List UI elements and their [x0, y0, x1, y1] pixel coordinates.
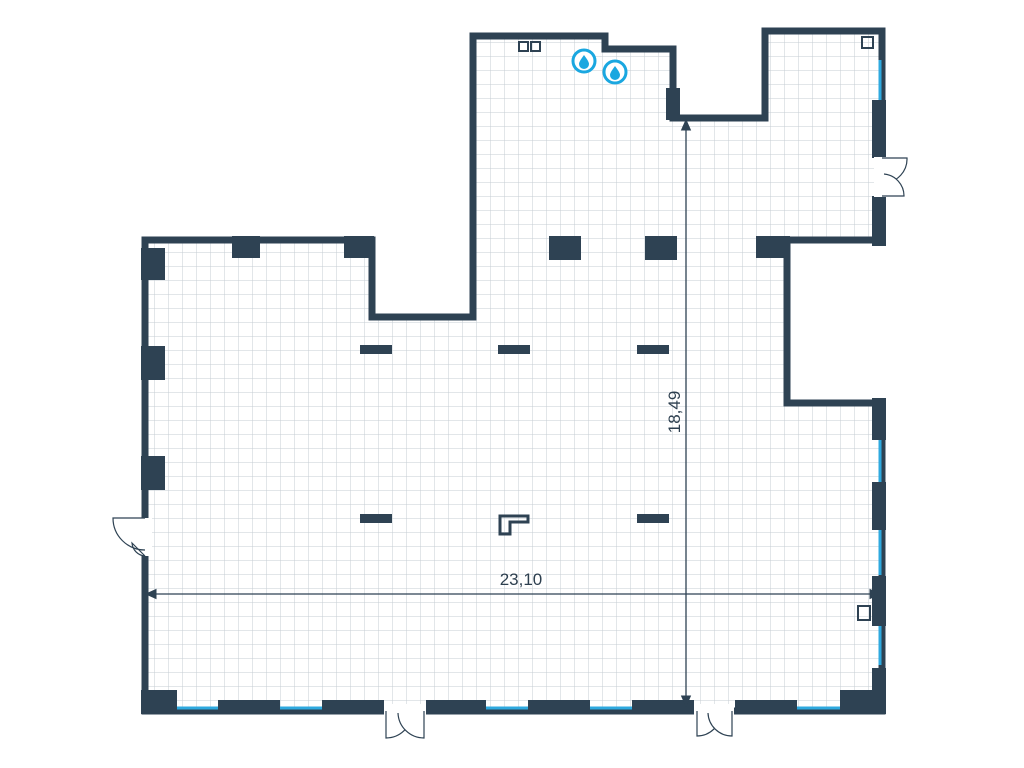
dimension-lines: 23,10 18,49 — [144, 118, 882, 708]
door-swing-icon — [874, 157, 908, 197]
pier — [141, 456, 165, 490]
door-swing-icon — [112, 517, 152, 557]
pier — [141, 690, 177, 714]
shaft-center — [498, 514, 530, 536]
door-swing-icon — [694, 704, 734, 737]
floor-area — [145, 31, 882, 711]
water-drop-icon — [602, 59, 628, 85]
doors — [112, 157, 908, 739]
shafts — [498, 36, 874, 621]
windows — [175, 60, 882, 710]
column-icon — [549, 236, 581, 260]
pier — [872, 668, 886, 698]
pier — [218, 700, 280, 714]
pier — [872, 576, 886, 626]
pier — [322, 700, 384, 714]
pier — [872, 196, 886, 246]
water-markers — [571, 48, 628, 85]
pier — [872, 100, 886, 158]
column-icon — [637, 514, 669, 523]
column-icon — [360, 514, 392, 523]
pier — [872, 482, 886, 530]
pier — [528, 700, 590, 714]
pier — [666, 88, 680, 120]
column-icon — [360, 345, 392, 354]
water-drop-icon — [571, 48, 597, 74]
height-dimension-label: 18,49 — [665, 391, 684, 434]
pier — [632, 700, 694, 714]
pier — [141, 248, 165, 280]
wall-piers — [141, 88, 886, 714]
width-dimension-label: 23,10 — [500, 570, 543, 589]
shaft-top-2 — [530, 41, 541, 52]
pier — [141, 346, 165, 380]
pier — [735, 700, 797, 714]
pier — [872, 398, 886, 440]
column-icon — [645, 236, 677, 260]
shaft-right — [857, 605, 871, 621]
door-swing-icon — [384, 704, 426, 739]
shaft-top-1 — [518, 41, 529, 52]
column-icon — [498, 345, 530, 354]
columns — [360, 236, 677, 523]
pier — [426, 700, 486, 714]
shaft-top-right — [861, 36, 874, 49]
column-icon — [637, 345, 669, 354]
pier — [232, 236, 260, 258]
pier — [344, 236, 374, 258]
pier — [756, 236, 790, 258]
